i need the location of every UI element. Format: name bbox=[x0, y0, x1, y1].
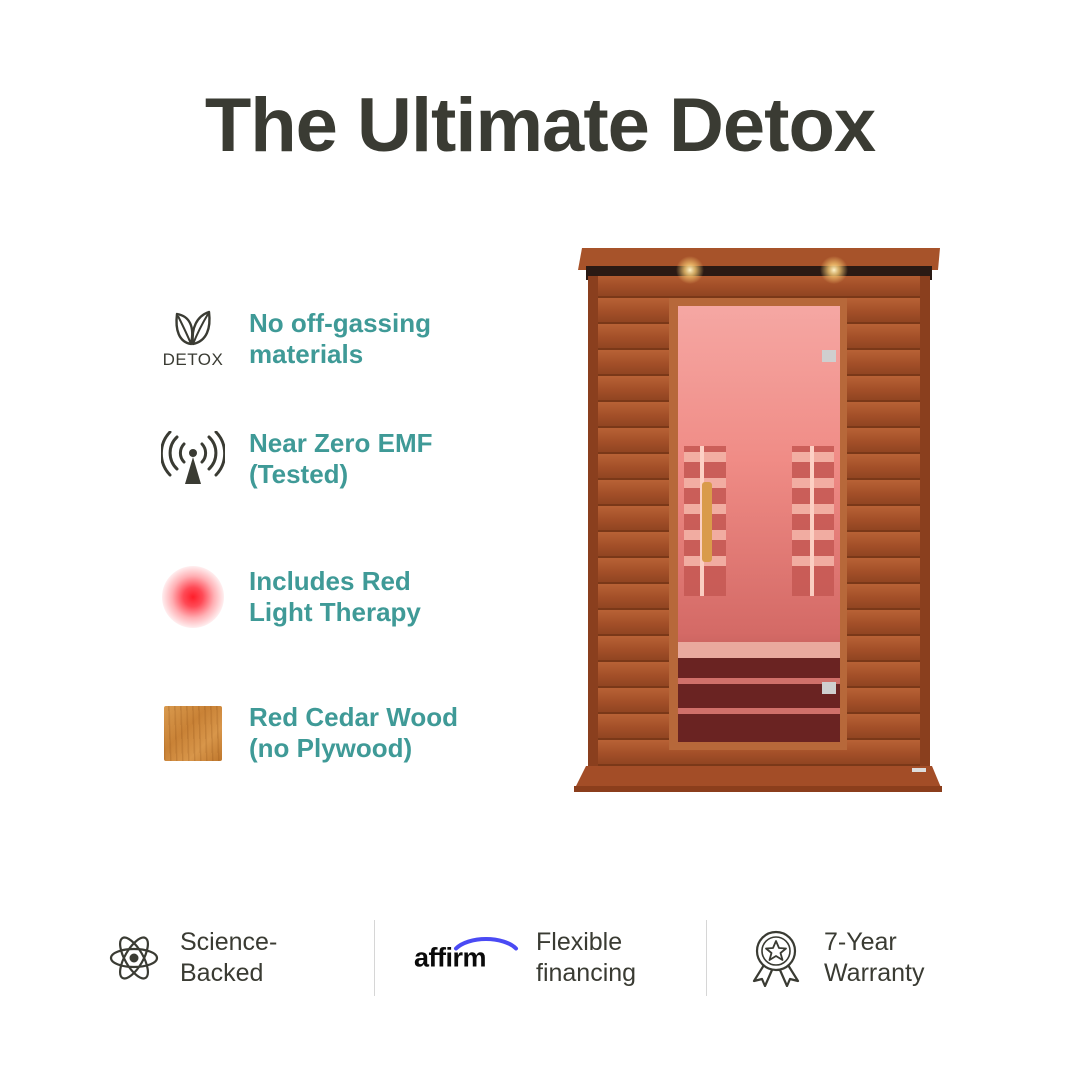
feature-text: Red Cedar Wood (no Plywood) bbox=[249, 702, 529, 764]
feature-line: materials bbox=[249, 339, 364, 369]
red-light-icon bbox=[162, 566, 224, 628]
feature-text: Includes Red Light Therapy bbox=[249, 566, 529, 628]
feature-line: Includes Red bbox=[249, 566, 411, 596]
feature-line: (Tested) bbox=[249, 459, 349, 489]
feature-line: Red Cedar Wood bbox=[249, 702, 458, 732]
badge-text: Science- Backed bbox=[180, 927, 277, 989]
wood-swatch-icon bbox=[164, 705, 222, 761]
detox-badge: DETOX bbox=[150, 294, 236, 384]
feature-line: Light Therapy bbox=[249, 597, 421, 627]
feature-line: No off-gassing bbox=[249, 308, 431, 338]
bottom-badges-bar: Science- Backed affirm Flexible financin… bbox=[0, 915, 1080, 1000]
affirm-logo: affirm bbox=[414, 936, 518, 973]
badge-line: Warranty bbox=[824, 958, 925, 987]
sauna-product-image bbox=[574, 248, 942, 792]
badge-warranty: 7-Year Warranty bbox=[748, 915, 978, 1000]
affirm-logo-text: affirm bbox=[414, 942, 487, 972]
detox-label: DETOX bbox=[162, 350, 224, 369]
page-title: The Ultimate Detox bbox=[204, 83, 876, 168]
feature-no-off-gassing: DETOX No off-gassing materials bbox=[150, 294, 530, 384]
feature-text: No off-gassing materials bbox=[249, 308, 529, 370]
badge-line: Backed bbox=[180, 958, 264, 987]
feature-near-zero-emf: Near Zero EMF (Tested) bbox=[150, 414, 530, 504]
feature-text: Near Zero EMF (Tested) bbox=[249, 428, 529, 490]
feature-line: Near Zero EMF bbox=[249, 428, 433, 458]
leaf-icon bbox=[175, 310, 211, 346]
badge-text: Flexible financing bbox=[536, 927, 636, 989]
feature-line: (no Plywood) bbox=[249, 733, 413, 763]
award-ribbon-icon bbox=[752, 930, 800, 987]
badge-flexible-financing: affirm Flexible financing bbox=[414, 915, 694, 1000]
divider bbox=[374, 920, 375, 996]
badge-line: financing bbox=[536, 958, 637, 987]
badge-text: 7-Year Warranty bbox=[824, 927, 924, 989]
feature-red-cedar-wood: Red Cedar Wood (no Plywood) bbox=[150, 688, 530, 778]
badge-line: Flexible bbox=[536, 927, 623, 956]
badge-line: 7-Year bbox=[824, 927, 897, 956]
affirm-arc-icon bbox=[454, 936, 518, 950]
divider bbox=[706, 920, 707, 996]
antenna-signal-icon bbox=[161, 431, 225, 484]
atom-icon bbox=[109, 935, 159, 980]
feature-red-light-therapy: Includes Red Light Therapy bbox=[150, 552, 530, 642]
badge-line: Science- bbox=[180, 927, 278, 956]
badge-science-backed: Science- Backed bbox=[108, 915, 368, 1000]
